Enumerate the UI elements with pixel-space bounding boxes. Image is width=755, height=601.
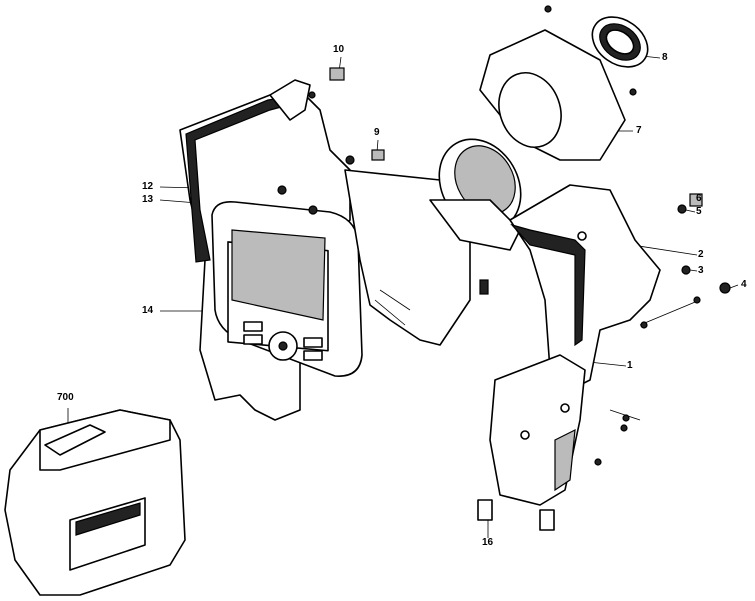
callout-700: 700 xyxy=(57,392,74,403)
callout-14: 14 xyxy=(142,305,154,316)
lens-bezel xyxy=(479,16,649,161)
callout-3: 3 xyxy=(698,265,704,276)
handle xyxy=(477,354,586,531)
callout-12: 12 xyxy=(142,181,154,192)
right-housing xyxy=(509,184,661,391)
callout-5: 5 xyxy=(696,206,702,217)
callout-7: 7 xyxy=(636,125,642,136)
carrying-case xyxy=(4,409,186,596)
callout-16: 16 xyxy=(482,537,494,548)
callout-8: 8 xyxy=(662,52,668,63)
callout-9: 9 xyxy=(374,127,380,138)
callout-4: 4 xyxy=(741,279,747,290)
callout-10: 10 xyxy=(333,44,345,55)
lens-module xyxy=(429,138,522,251)
callout-13: 13 xyxy=(142,194,154,205)
display-module xyxy=(211,200,363,377)
callout-1: 1 xyxy=(627,360,633,371)
fasteners xyxy=(277,5,731,466)
callout-6: 6 xyxy=(696,193,702,204)
callout-2: 2 xyxy=(698,249,704,260)
